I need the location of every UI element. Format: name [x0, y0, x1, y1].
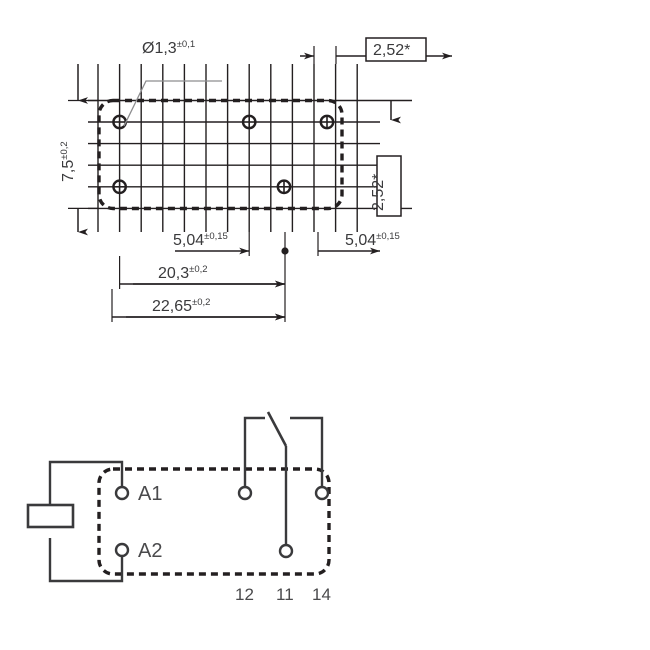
relay-body-outline: [97, 98, 344, 211]
contact-terminal-12-label: 12: [235, 585, 254, 604]
coil-symbol: [26, 503, 75, 529]
contact-terminal-11: [266, 411, 294, 559]
coil-wiring: [48, 460, 124, 583]
coil-terminal-a1-label: A1: [138, 483, 162, 505]
dimension-grid-vertical: [376, 100, 402, 217]
hole-pin-12: [241, 114, 257, 130]
relay-enclosure-outline: [97, 467, 331, 576]
coil-terminal-a1: [114, 469, 130, 501]
dimension-height-left: [68, 64, 98, 236]
dimension-body-inner: [118, 256, 286, 289]
relay-contact-schematic: A1 A2 12 11 14: [26, 411, 331, 604]
hole-pin-a2: [112, 179, 128, 195]
hole-pin-11: [276, 179, 292, 195]
coil-terminal-a2: [114, 542, 130, 574]
dimension-body-outer: [111, 289, 286, 322]
hole-pin-14: [319, 114, 335, 130]
hole-diameter-leader: [123, 80, 222, 127]
dimension-body-inner-label: 20,3±0,2: [158, 264, 208, 282]
hole-diameter-label: Ø1,3±0,1: [142, 39, 195, 57]
mounting-holes: [112, 114, 335, 195]
contact-terminal-14-label: 14: [312, 585, 331, 604]
contact-terminal-12: [237, 416, 265, 501]
hole-pin-a1: [112, 114, 128, 130]
dimension-grid-horizontal: [300, 37, 452, 64]
dimension-grid-horizontal-label: 2,52*: [373, 42, 410, 59]
dimension-pitch-right-label: 5,04±0,15: [345, 231, 400, 249]
coil-terminal-a2-label: A2: [138, 540, 162, 562]
dimension-height-left-label: 7,5±0,2: [59, 141, 77, 182]
dimension-pitch-row: [175, 232, 380, 256]
dimension-grid-vertical-label: 2,52*: [370, 174, 387, 211]
contact-terminal-14: [290, 416, 330, 501]
contact-terminal-11-label: 11: [276, 585, 294, 604]
pcb-footprint-view: Ø1,3±0,1 7,5±0,2 2,52* 2,52*: [59, 37, 452, 322]
dimension-pitch-left-label: 5,04±0,15: [173, 231, 228, 249]
dimension-body-outer-label: 22,65±0,2: [152, 297, 210, 315]
